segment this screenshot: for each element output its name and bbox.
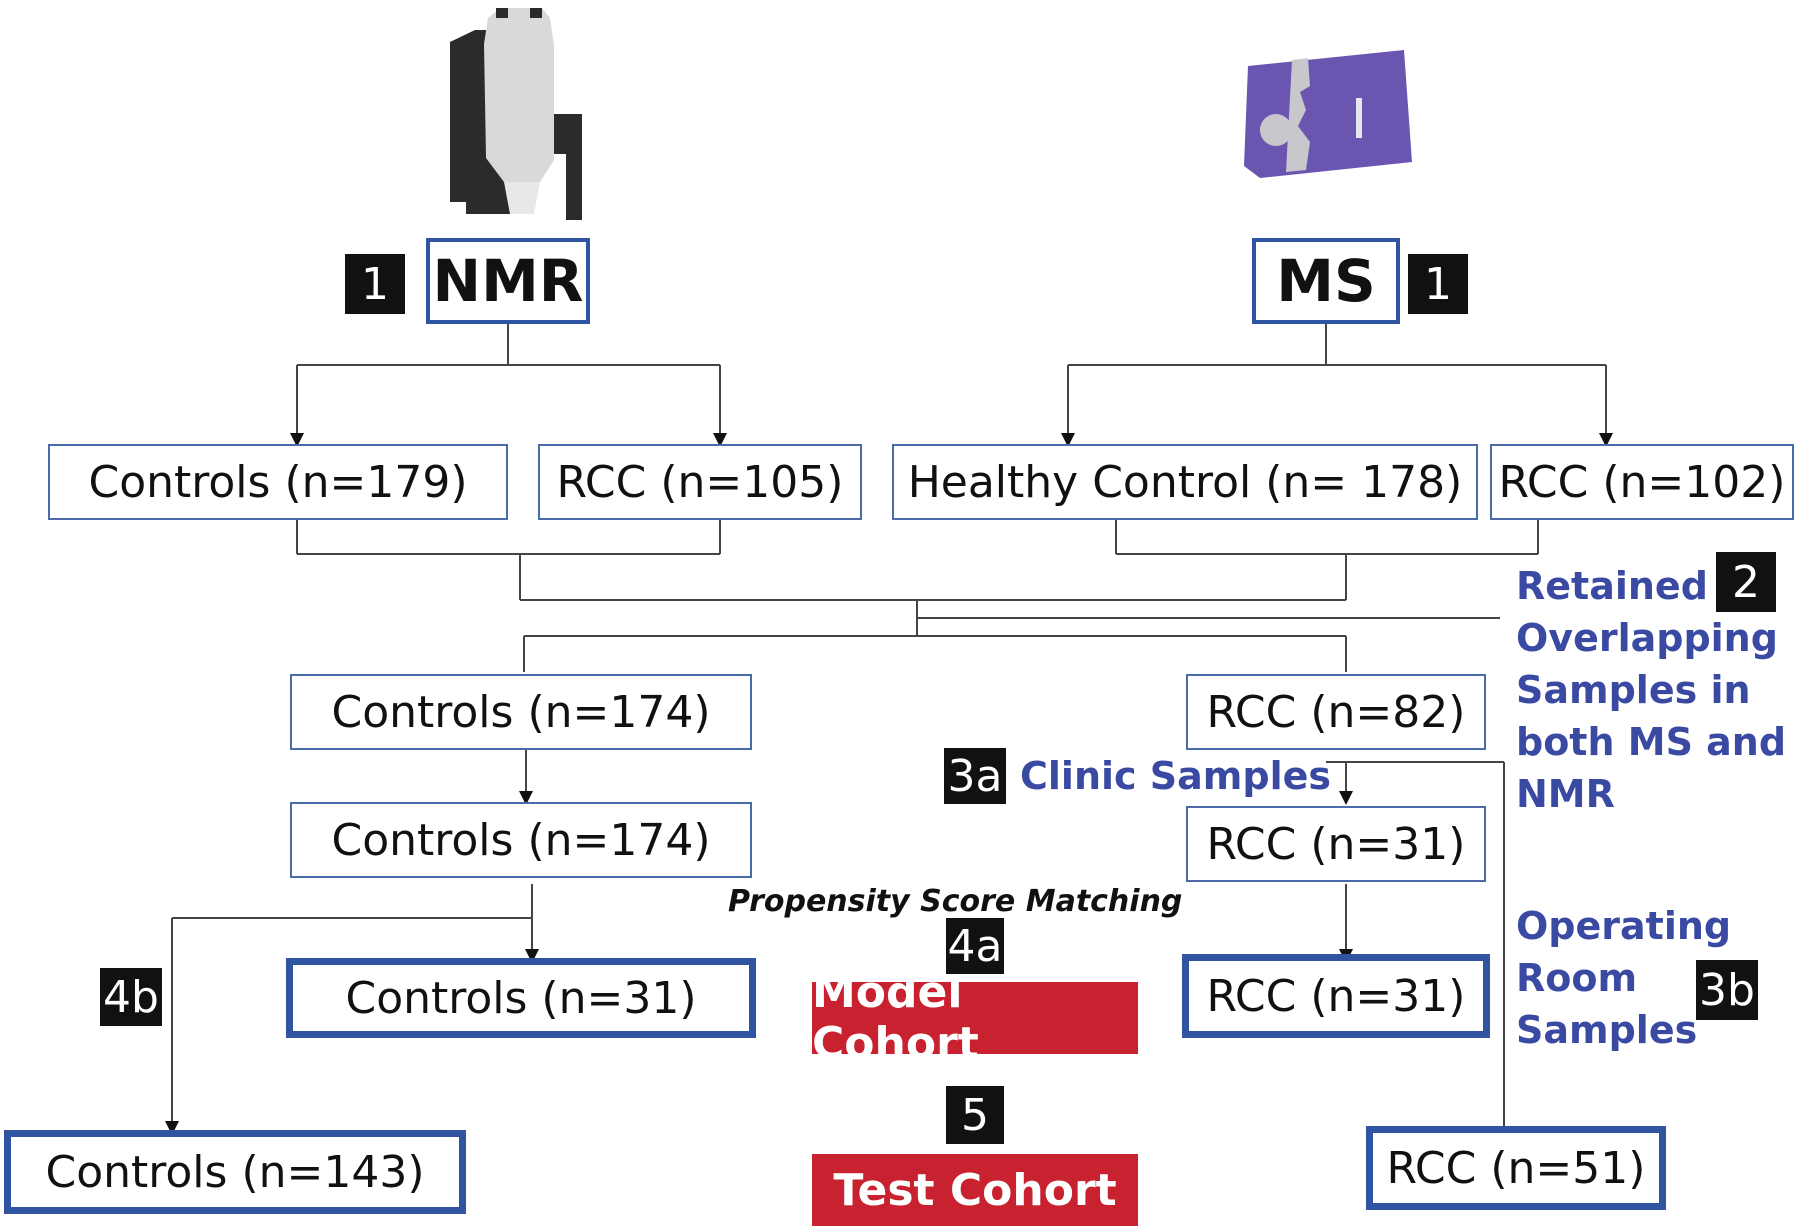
clinic-samples-label: Clinic Samples: [1020, 754, 1331, 798]
retained-label-line-5: NMR: [1516, 772, 1615, 816]
step-3b-badge: 3b: [1696, 960, 1758, 1020]
clinic-rcc-box: RCC (n=31): [1186, 806, 1486, 882]
nmr-rcc-box: RCC (n=105): [538, 444, 862, 520]
operating-label-line-1: Operating: [1516, 904, 1732, 948]
test-rcc-box: RCC (n=51): [1366, 1126, 1666, 1210]
step-1-badge-ms: 1: [1408, 254, 1468, 314]
merged-rcc-box: RCC (n=82): [1186, 674, 1486, 750]
operating-label-line-3: Samples: [1516, 1008, 1698, 1052]
retained-label-line-3: Samples in: [1516, 668, 1751, 712]
nmr-controls-box: Controls (n=179): [48, 444, 508, 520]
nmr-title-box: NMR: [426, 238, 590, 324]
operating-label-line-2: Room: [1516, 956, 1638, 1000]
ms-healthy-control-box: Healthy Control (n= 178): [892, 444, 1478, 520]
retained-label-line-2: Overlapping: [1516, 616, 1778, 660]
mass-spectrometer-icon: [1244, 50, 1412, 178]
step-4a-badge: 4a: [946, 918, 1004, 974]
nmr-spectrometer-icon: [450, 8, 582, 220]
merged-controls-box: Controls (n=174): [290, 674, 752, 750]
ms-rcc-box: RCC (n=102): [1490, 444, 1794, 520]
propensity-score-matching-label: Propensity Score Matching: [728, 884, 1183, 919]
model-cohort-label: Model Cohort: [812, 967, 1138, 1069]
retained-label-line-4: both MS and: [1516, 720, 1787, 764]
model-controls-box: Controls (n=31): [286, 958, 756, 1038]
step-3a-badge: 3a: [944, 748, 1006, 804]
clinic-controls-box: Controls (n=174): [290, 802, 752, 878]
ms-title-box: MS: [1252, 238, 1400, 324]
model-rcc-box: RCC (n=31): [1182, 954, 1490, 1038]
test-controls-box: Controls (n=143): [4, 1130, 466, 1214]
retained-label-line-1: Retained: [1516, 564, 1708, 608]
test-cohort-label: Test Cohort: [812, 1154, 1138, 1226]
step-2-badge: 2: [1716, 552, 1776, 612]
step-4b-badge: 4b: [100, 968, 162, 1026]
step-5-badge: 5: [946, 1086, 1004, 1144]
step-1-badge-nmr: 1: [345, 254, 405, 314]
